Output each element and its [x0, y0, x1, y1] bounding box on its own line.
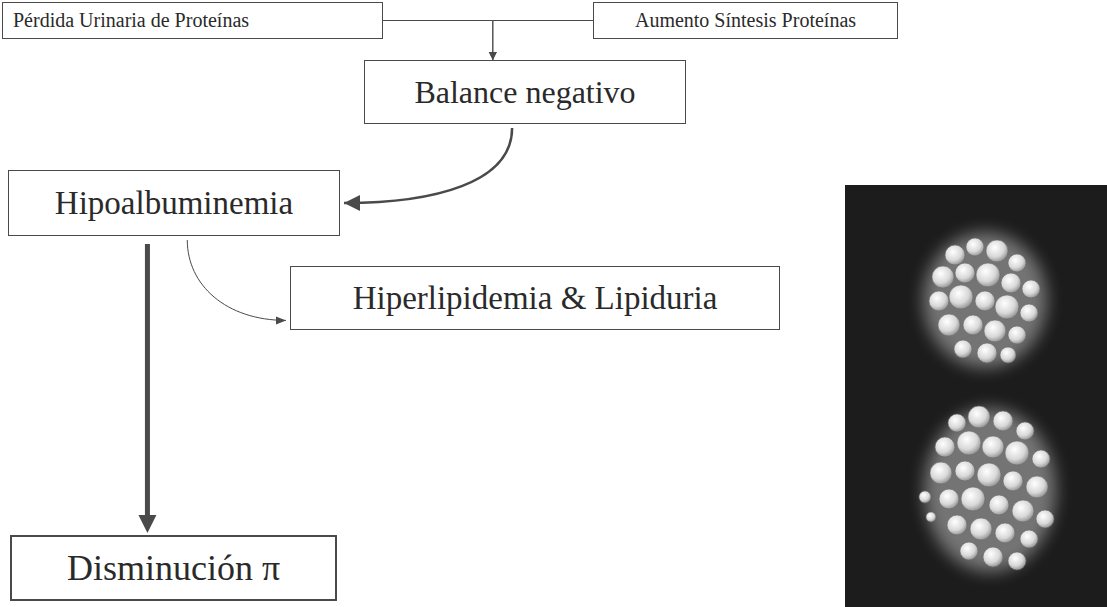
result-box: Balance negativo [364, 60, 686, 124]
flow-arrow [187, 240, 286, 324]
process-box: Aumento Síntesis Proteínas [593, 2, 898, 39]
flow-arrow [383, 21, 497, 61]
node-label: Balance negativo [414, 74, 635, 111]
node-label: Pérdida Urinaria de Proteínas [13, 9, 249, 32]
node-label: Hipoalbuminemia [55, 185, 293, 222]
result-box: Disminución π [10, 535, 337, 601]
flow-arrow [489, 21, 593, 61]
node-label: Hiperlipidemia & Lipiduria [353, 280, 718, 317]
node-label: Aumento Síntesis Proteínas [635, 9, 856, 32]
process-box: Hipoalbuminemia [8, 170, 340, 236]
flow-arrow [138, 244, 156, 533]
process-box: Pérdida Urinaria de Proteínas [2, 2, 383, 39]
process-box: Hiperlipidemia & Lipiduria [290, 266, 780, 330]
urine-sediment-photo [845, 185, 1107, 607]
flow-arrow [344, 128, 512, 211]
node-label: Disminución π [67, 547, 280, 589]
